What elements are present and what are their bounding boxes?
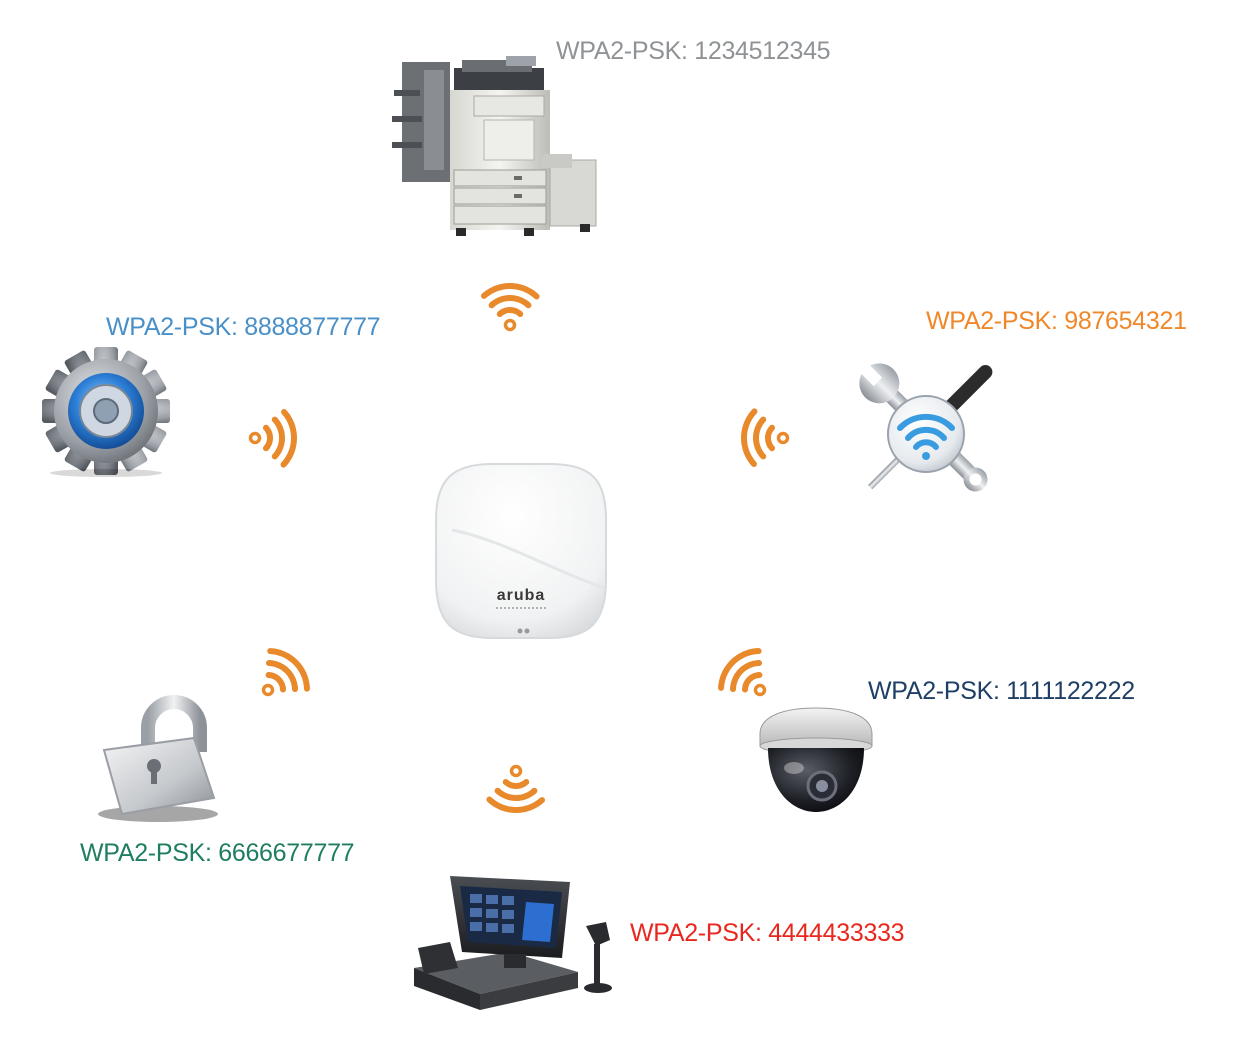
signal-dot: [776, 431, 790, 445]
signal-dot: [503, 318, 517, 332]
signal-arc: [753, 416, 767, 460]
lock-psk-label: WPA2-PSK: 6666677777: [80, 839, 355, 867]
access-point-brand: aruba: [497, 587, 546, 604]
camera-device: [754, 704, 878, 816]
signal-arc: [271, 416, 285, 460]
lock-device: [90, 694, 228, 822]
printer-icon: [392, 56, 597, 236]
access-point-icon: aruba: [435, 463, 607, 639]
camera-psk-label: WPA2-PSK: 1111122222: [868, 677, 1135, 705]
signal-arc: [742, 672, 763, 693]
pos-terminal-icon: [414, 876, 612, 1010]
signal-arc: [765, 424, 776, 452]
signal-arc: [265, 660, 298, 693]
signal-dot: [509, 764, 523, 778]
signal-bottom: [476, 764, 556, 826]
wifi-signal-icon: [718, 648, 767, 697]
signal-dot: [248, 431, 262, 445]
signal-dot: [753, 683, 767, 697]
signal-arc: [262, 424, 273, 452]
signal-dot: [261, 683, 275, 697]
signal-left-lower: [258, 630, 328, 700]
signal-left-upper: [248, 398, 310, 478]
pos-device: [410, 872, 618, 1012]
signal-right-upper: [728, 398, 790, 478]
signal-arc: [486, 796, 546, 813]
signal-arc: [266, 648, 310, 692]
wifi-tools-icon: [859, 363, 993, 492]
gear-icon: [42, 347, 170, 477]
wifi-signal-icon: [248, 408, 297, 468]
printer-psk-label: WPA2-PSK: 1234512345: [556, 37, 831, 65]
tools-psk-label: WPA2-PSK: 987654321: [926, 307, 1187, 335]
signal-arc: [494, 787, 538, 801]
gear-device: [40, 345, 172, 477]
wifi-signal-icon: [741, 408, 790, 468]
signal-arc: [741, 408, 758, 468]
signal-top: [470, 270, 550, 332]
wifi-signal-icon: [261, 648, 310, 697]
signal-arc: [502, 778, 530, 789]
wifi-signal-icon: [486, 764, 546, 813]
signal-arc: [480, 283, 540, 300]
padlock-icon: [98, 695, 218, 822]
signal-right-lower: [700, 630, 770, 700]
gear-psk-label: WPA2-PSK: 8888877777: [106, 313, 381, 341]
signal-arc: [496, 307, 524, 318]
signal-arc: [730, 660, 763, 693]
access-point: aruba: [432, 460, 610, 642]
wifi-signal-icon: [480, 283, 540, 332]
printer: [384, 50, 604, 240]
signal-arc: [488, 295, 532, 309]
security-camera-icon: [759, 707, 873, 812]
tools-device: [842, 350, 1010, 510]
signal-arc: [265, 672, 286, 693]
pos-psk-label: WPA2-PSK: 4444433333: [630, 919, 905, 947]
signal-arc: [718, 648, 762, 692]
signal-arc: [280, 408, 297, 468]
